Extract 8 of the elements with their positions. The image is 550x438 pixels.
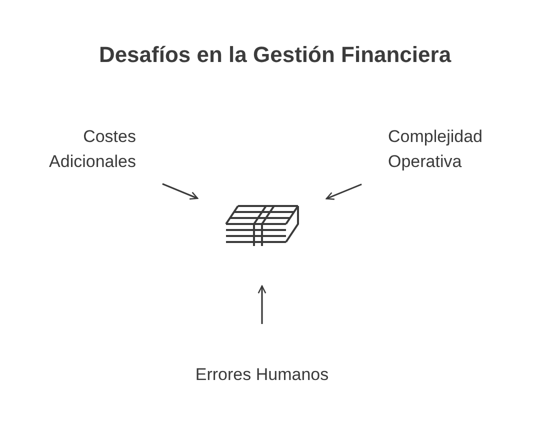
arrow xyxy=(326,184,362,200)
diagram-title: Desafíos en la Gestión Financiera xyxy=(98,42,452,68)
node-label: Costes Adicionales xyxy=(20,124,136,174)
node-label: Errores Humanos xyxy=(172,362,352,388)
money-stack-icon xyxy=(224,202,300,248)
arrow xyxy=(258,285,266,324)
arrow xyxy=(162,183,198,200)
node-label: Complejidad Operativa xyxy=(388,124,508,174)
